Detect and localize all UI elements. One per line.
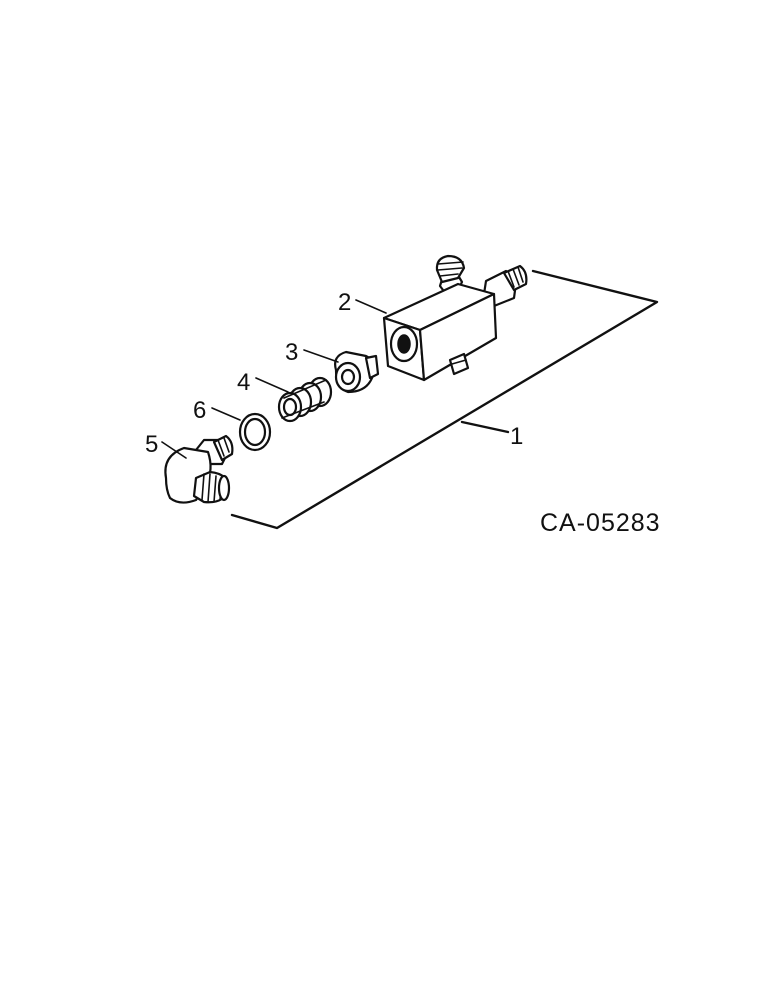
assembly-bracket bbox=[230, 269, 659, 530]
callout-1: 1 bbox=[510, 423, 523, 450]
part-4-spring bbox=[277, 376, 333, 423]
callout-6: 6 bbox=[193, 397, 206, 424]
part-5-elbow-fitting bbox=[164, 434, 234, 504]
part-6-o-ring bbox=[238, 412, 272, 452]
callout-labels: 1 2 3 4 5 6 bbox=[145, 289, 523, 458]
part-code: CA-05283 bbox=[540, 509, 661, 537]
callout-2: 2 bbox=[338, 289, 351, 316]
part-3-seat bbox=[334, 350, 380, 394]
part-2-valve-body bbox=[382, 254, 528, 382]
callout-4: 4 bbox=[237, 369, 250, 396]
callout-leaders bbox=[161, 299, 387, 459]
callout-3: 3 bbox=[285, 339, 298, 366]
callout-5: 5 bbox=[145, 431, 158, 458]
